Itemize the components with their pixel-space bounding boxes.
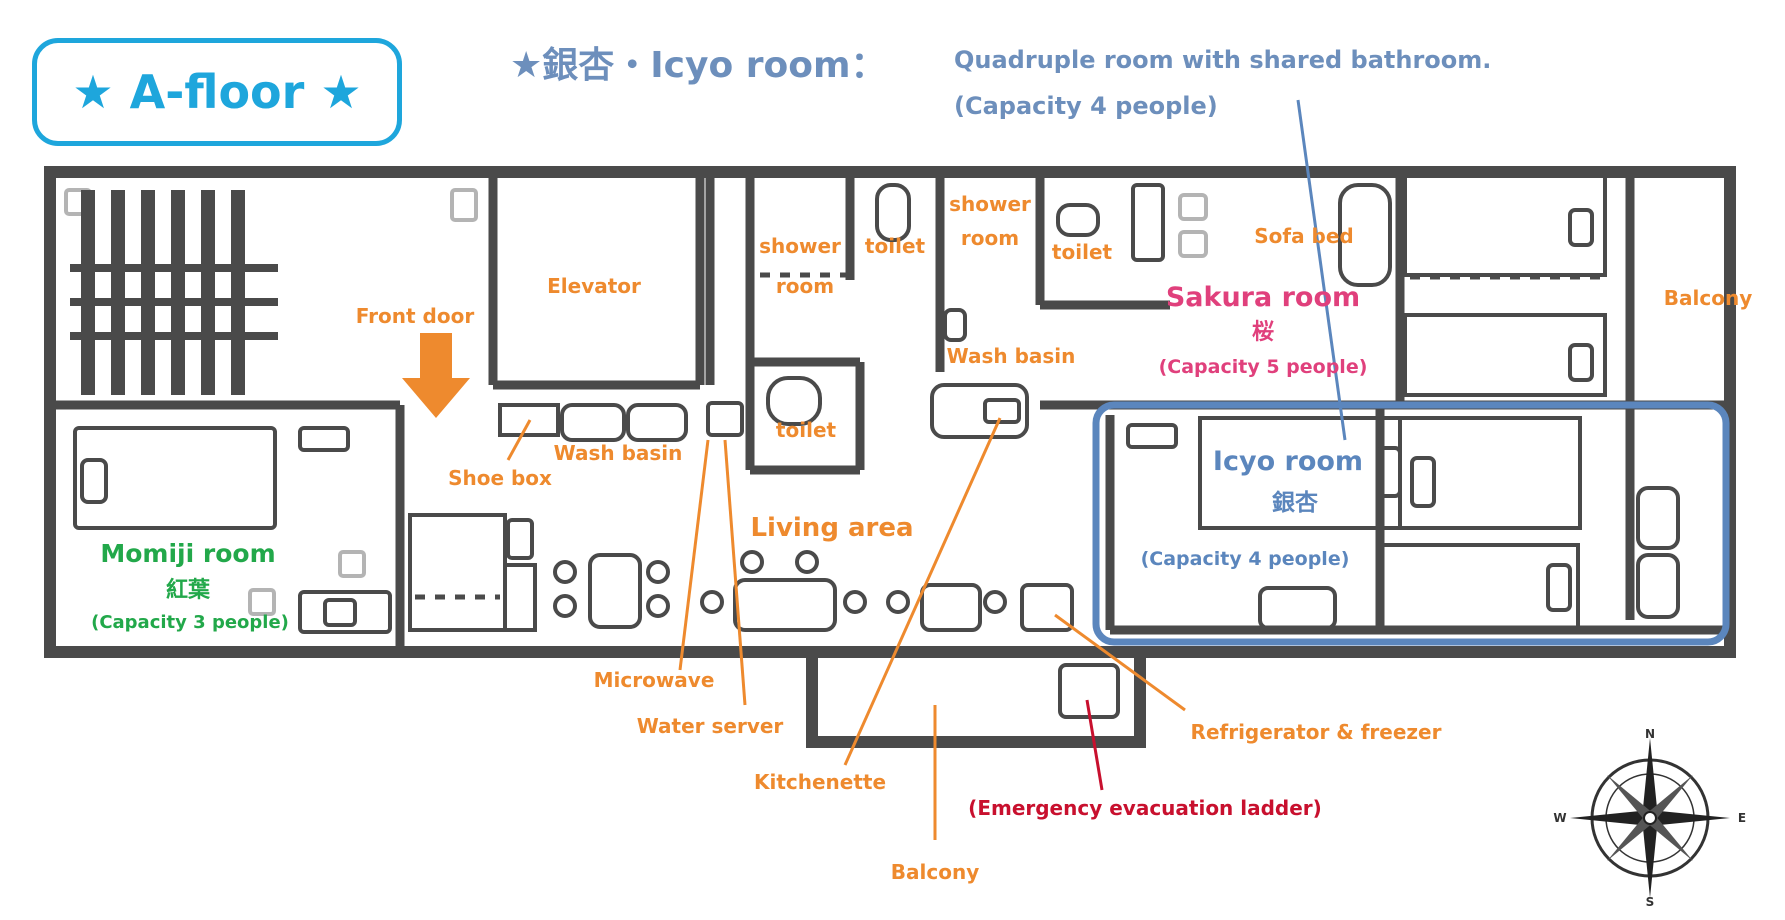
- label-refrigerator-freezer: Refrigerator & freezer: [1190, 720, 1442, 744]
- label-front-door: Front door: [355, 304, 475, 328]
- label-balcony-south: Balcony: [890, 860, 980, 884]
- compass-south: S: [1645, 895, 1655, 909]
- label-shower-room-2b: room: [960, 226, 1020, 250]
- label-kitchenette: Kitchenette: [753, 770, 887, 794]
- label-water-server: Water server: [636, 714, 784, 738]
- label-elevator: Elevator: [547, 274, 641, 298]
- sakura-room-kanji: 桜: [1251, 320, 1275, 345]
- header-capacity: (Capacity 4 people): [954, 92, 1218, 120]
- label-shower-room-1b: room: [775, 274, 835, 298]
- header-title: ★銀杏・Icyo room：: [510, 45, 887, 86]
- icyo-room-kanji: 銀杏: [1272, 490, 1318, 516]
- stair-rungs: [70, 264, 278, 340]
- label-living-area: Living area: [750, 513, 914, 543]
- momiji-room-name: Momiji room: [100, 539, 276, 568]
- compass-rose-icon: [1570, 738, 1730, 898]
- sakura-room-name: Sakura room: [1165, 282, 1361, 313]
- outer-walls: [44, 166, 1736, 748]
- label-toilet-3: toilet: [775, 418, 837, 442]
- furniture-outlines: [64, 173, 1680, 719]
- label-sofa-bed: Sofa bed: [1254, 224, 1354, 248]
- label-wash-basin-living: Wash basin: [553, 441, 683, 465]
- floor-badge: ★ A-floor ★: [32, 38, 402, 146]
- dotted-partitions: [415, 272, 1600, 600]
- front-door-arrow-icon: [402, 333, 470, 418]
- compass-east: E: [1737, 811, 1747, 825]
- label-shoe-box: Shoe box: [448, 466, 552, 490]
- label-wash-basin-bath: Wash basin: [946, 344, 1076, 368]
- momiji-room-capacity: (Capacity 3 people): [91, 612, 289, 633]
- label-emergency-ladder: (Emergency evacuation ladder): [968, 796, 1322, 820]
- compass-north: N: [1644, 727, 1656, 741]
- icyo-room-name: Icyo room: [1212, 446, 1364, 477]
- header-description: Quadruple room with shared bathroom.: [954, 46, 1492, 74]
- label-toilet-2: toilet: [1051, 240, 1113, 264]
- label-shower-room-1a: shower: [759, 234, 841, 258]
- label-toilet-1: toilet: [864, 234, 926, 258]
- staircase: [81, 190, 245, 395]
- label-balcony-east: Balcony: [1663, 286, 1753, 310]
- icyo-header-pointer: [1296, 99, 1347, 441]
- label-leader-lines: [506, 417, 1186, 840]
- compass-west: W: [1553, 811, 1567, 825]
- sakura-room-capacity: (Capacity 5 people): [1158, 356, 1368, 378]
- icyo-room-highlight: [1092, 401, 1730, 646]
- label-shower-room-2a: shower: [949, 192, 1031, 216]
- ladder-leader-line: [1085, 699, 1104, 791]
- icyo-room-capacity: (Capacity 4 people): [1140, 548, 1350, 570]
- momiji-room-kanji: 紅葉: [165, 578, 211, 603]
- label-microwave: Microwave: [593, 668, 715, 692]
